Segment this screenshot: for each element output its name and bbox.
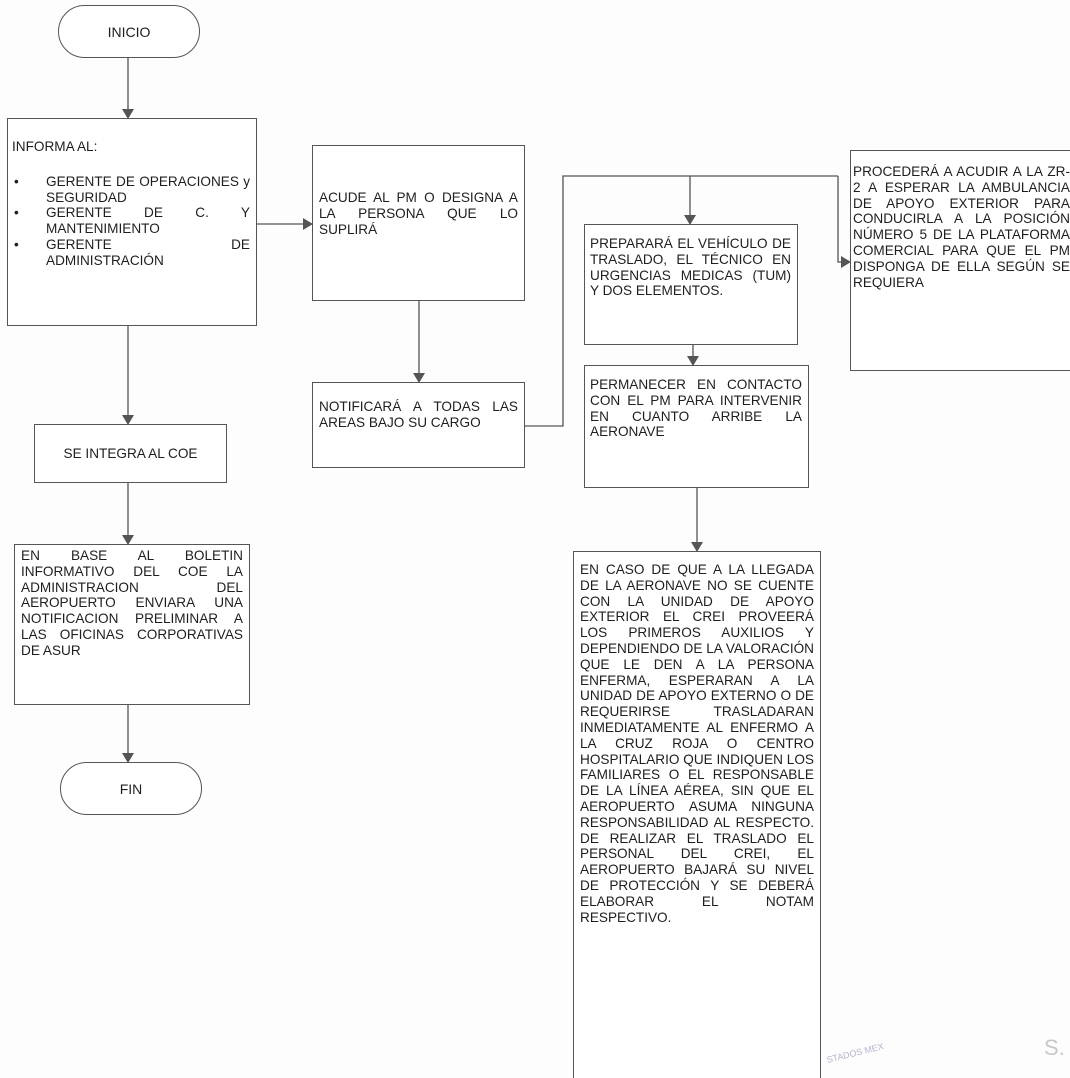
permanecer-text: PERMANECER EN CONTACTO CON EL PM PARA IN…: [590, 377, 802, 440]
boletin-box: EN BASE AL BOLETIN INFORMATIVO DEL COE L…: [14, 544, 250, 705]
corner-page-mark: S.: [1044, 1035, 1065, 1060]
notificara-box: NOTIFICARÁ A TODAS LAS AREAS BAJO SU CAR…: [312, 382, 525, 468]
inform-item-mantenimiento: •GERENTE DE C. Y MANTENIMIENTO: [14, 205, 250, 237]
permanecer-box: PERMANECER EN CONTACTO CON EL PM PARA IN…: [584, 365, 809, 488]
procedera-box: PROCEDERÁ A ACUDIR A LA ZR-2 A ESPERAR L…: [850, 150, 1070, 371]
acude-box: ACUDE AL PM O DESIGNA A LA PERSONA QUE L…: [312, 145, 525, 301]
arrow-column-to-procedera: [837, 176, 851, 268]
notificara-text: NOTIFICARÁ A TODAS LAS AREAS BAJO SU CAR…: [319, 399, 518, 430]
start-label: INICIO: [107, 23, 151, 40]
procedera-text: PROCEDERÁ A ACUDIR A LA ZR-2 A ESPERAR L…: [853, 164, 1070, 290]
preparara-box: PREPARARÁ EL VEHÍCULO DE TRASLADO, EL TÉ…: [584, 224, 798, 345]
bullet-dot-icon: •: [14, 205, 19, 221]
caso-text: EN CASO DE QUE A LA LLEGADA DE LA AERONA…: [580, 562, 814, 925]
inform-box: INFORMA AL: •GERENTE DE OPERACIONES y SE…: [7, 118, 257, 326]
bullet-dot-icon: •: [14, 173, 19, 189]
coe-label: SE INTEGRA AL COE: [63, 445, 198, 461]
inform-list: •GERENTE DE OPERACIONES y SEGURIDAD •GER…: [12, 174, 250, 269]
acude-text: ACUDE AL PM O DESIGNA A LA PERSONA QUE L…: [319, 190, 518, 237]
caso-box: EN CASO DE QUE A LA LLEGADA DE LA AERONA…: [573, 551, 821, 1078]
connector-notificara-to-column: [525, 175, 838, 427]
bullet-dot-icon: •: [14, 236, 19, 252]
preparara-text: PREPARARÁ EL VEHÍCULO DE TRASLADO, EL TÉ…: [590, 236, 791, 299]
end-terminal: FIN: [60, 762, 202, 815]
end-label: FIN: [119, 780, 143, 797]
inform-item-administracion: •GERENTE DE ADMINISTRACIÓN: [14, 236, 250, 268]
coe-box: SE INTEGRA AL COE: [34, 424, 227, 483]
boletin-text: EN BASE AL BOLETIN INFORMATIVO DEL COE L…: [21, 548, 243, 658]
inform-heading: INFORMA AL:: [12, 139, 98, 154]
inform-item-operaciones: •GERENTE DE OPERACIONES y SEGURIDAD: [14, 173, 250, 205]
start-terminal: INICIO: [58, 5, 200, 58]
